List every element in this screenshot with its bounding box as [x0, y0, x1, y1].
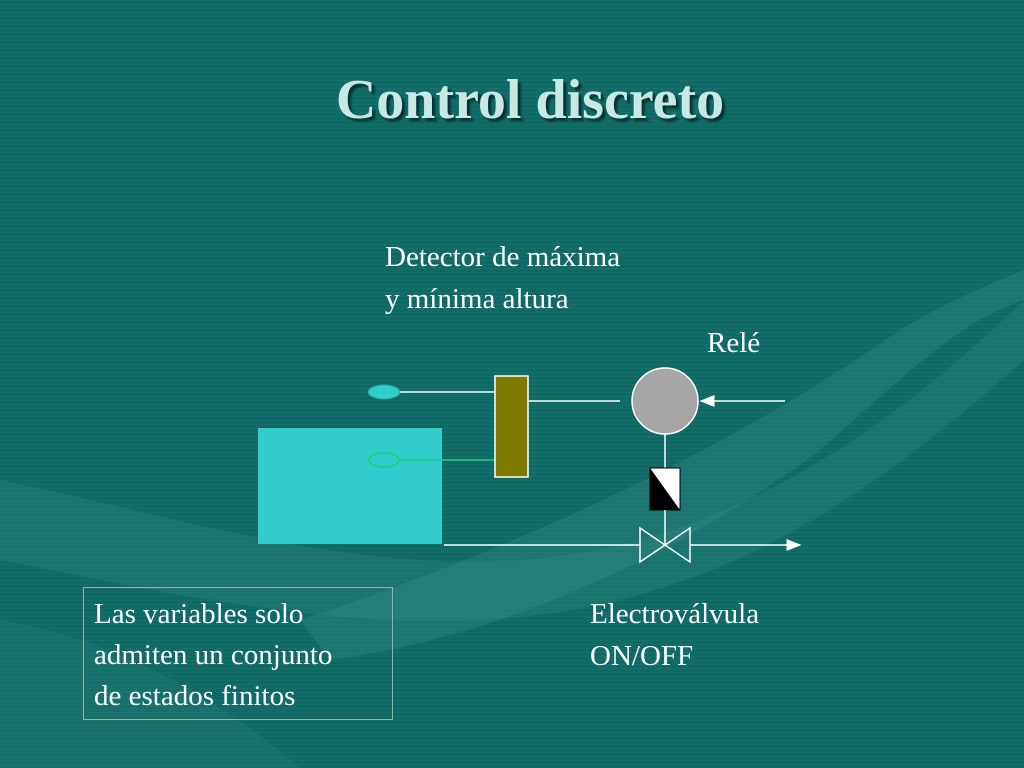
valve-left-half [639, 526, 667, 564]
high-level-sensor [367, 384, 401, 400]
level-detector [494, 375, 529, 478]
valve-right-half [663, 526, 691, 564]
relay-label: Relé [707, 327, 761, 359]
tank [258, 428, 442, 544]
solenoid-actuator-symbol [650, 468, 680, 510]
detector-label-line-2: y mínima altura [385, 283, 569, 315]
detector-label: Detector de máxima y mínima altura [385, 236, 620, 320]
valve-label: Electroválvula ON/OFF [590, 593, 759, 677]
note-line-1: Las variables solo [94, 598, 304, 630]
valve-label-line-1: Electroválvula [590, 598, 760, 630]
note-line-3: de estados finitos [94, 680, 296, 712]
note-line-2: admiten un conjunto [94, 639, 333, 671]
note-box: Las variables solo admiten un conjunto d… [83, 587, 393, 720]
slide-title: Control discreto [335, 69, 725, 131]
detector-label-line-1: Detector de máxima [385, 241, 621, 273]
relay [631, 367, 699, 435]
valve-label-line-2: ON/OFF [590, 640, 694, 672]
